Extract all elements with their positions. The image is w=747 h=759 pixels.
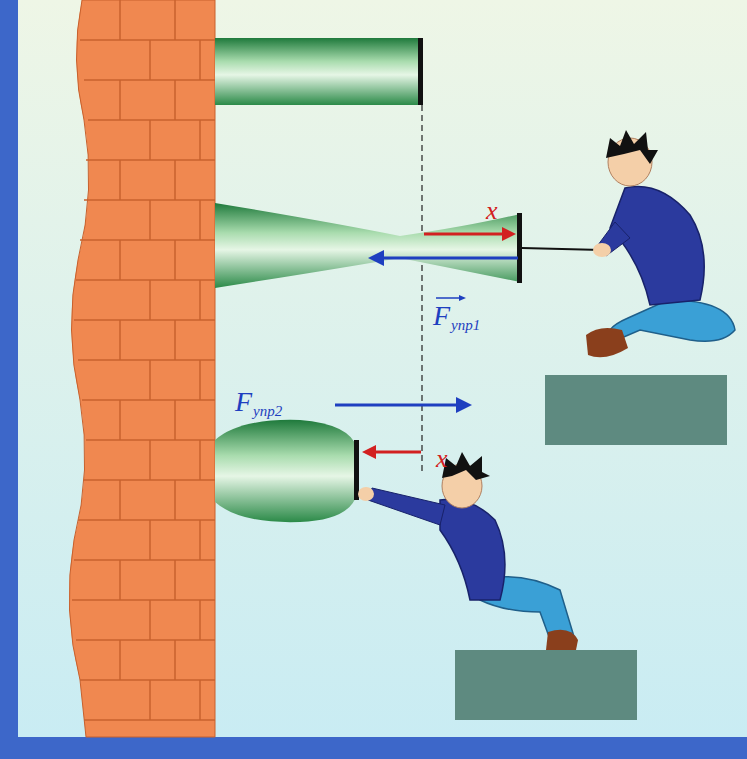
rope [522,248,602,250]
force-arrow [335,404,458,407]
spring-compressed [215,420,357,522]
spring-stretched [215,203,520,288]
displacement-arrow [424,233,505,236]
brick-lines [72,0,215,720]
force-subscript: упр1 [451,318,480,333]
brick-wall [69,0,215,737]
displacement-arrow [374,451,421,454]
spring-end [354,440,359,500]
background-panel [18,0,747,737]
displacement-label: x [486,198,498,224]
platform [455,650,637,720]
force-subscript: упр2 [253,404,282,419]
vector-sign [436,297,462,299]
person-pushing [358,452,578,650]
spring-rest [215,38,420,105]
force-symbol: F [235,388,252,416]
spring-end [418,38,423,105]
platform [545,375,727,445]
force-arrow [382,257,518,260]
displacement-label: x [436,446,448,472]
person-pulling [586,130,735,357]
reference-line [421,105,422,472]
spring-end [517,213,522,283]
force-symbol: F [433,302,450,330]
